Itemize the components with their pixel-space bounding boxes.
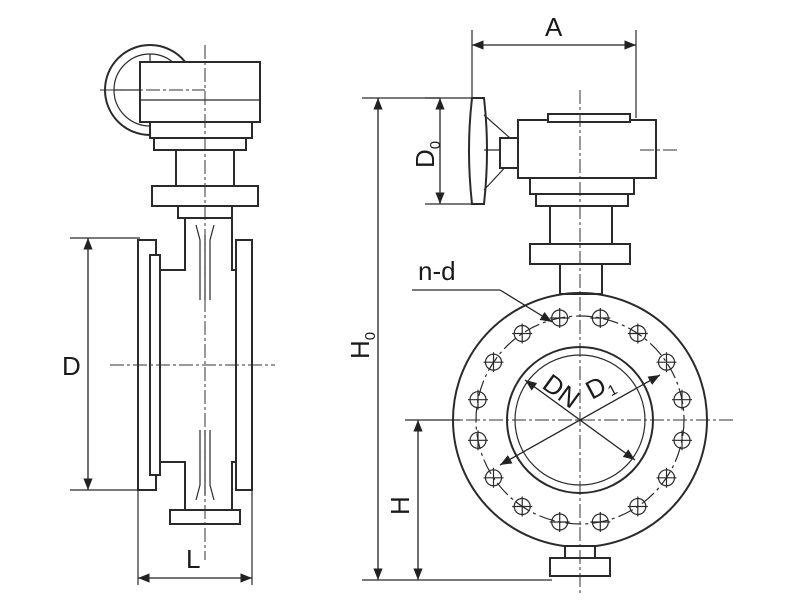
side-view: D L	[62, 44, 275, 585]
dim-label-A: A	[545, 12, 563, 42]
gearbox	[139, 61, 261, 151]
dim-label-DN: DN	[537, 368, 585, 414]
dim-label-D: D	[62, 351, 81, 381]
bolt-holes	[468, 308, 692, 532]
dim-label-L: L	[186, 544, 200, 574]
handwheel-edge-icon	[468, 97, 511, 205]
dim-label-D1: D1	[580, 366, 620, 409]
dim-label-n-d: n-d	[418, 256, 456, 286]
dim-label-H0: H0	[345, 332, 379, 359]
front-view: DN D1 n-d A D0 H0 H	[345, 12, 735, 595]
dim-label-H: H	[385, 496, 415, 515]
valve-body-side	[137, 218, 253, 511]
dim-label-D0: D0	[410, 141, 444, 168]
